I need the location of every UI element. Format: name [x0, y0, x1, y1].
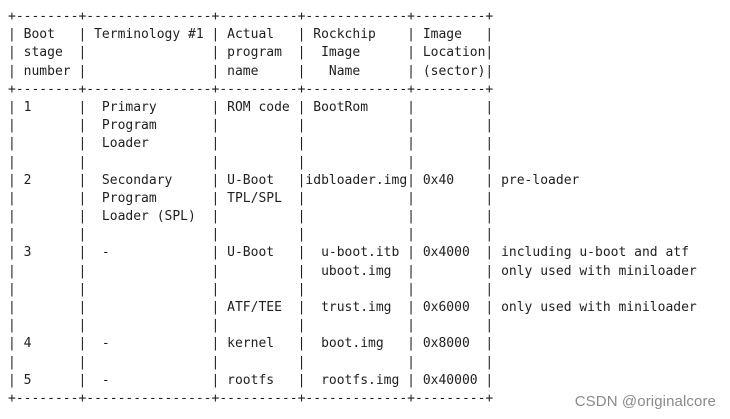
table-border-top: +--------+----------------+----------+--… — [8, 9, 494, 24]
table-header-row-1: | Boot | Terminology #1 | Actual | Rockc… — [8, 27, 494, 43]
table-border-bottom: +--------+----------------+----------+--… — [8, 390, 494, 406]
csdn-watermark: CSDN @originalcore — [574, 393, 716, 410]
table-row-stage-2-cont: | | Loader (SPL) | | | | — [8, 209, 494, 225]
table-row-stage-4: | 4 | - | kernel | boot.img | 0x8000 | — [8, 336, 494, 352]
table-row-spacer: | | | | | | — [8, 227, 494, 243]
table-row-stage-2: | 2 | Secondary | U-Boot |idbloader.img|… — [8, 172, 580, 188]
table-header-row-2: | stage | | program | Image | Location| — [8, 45, 494, 61]
table-row-stage-1: | 1 | Primary | ROM code | BootRom | | — [8, 99, 494, 115]
table-row-stage-1-cont: | | Loader | | | | — [8, 136, 494, 152]
table-row-spacer: | | | | | | — [8, 354, 494, 370]
table-row-stage-1-cont: | | Program | | | | — [8, 118, 494, 134]
boot-stage-table: +--------+----------------+----------+--… — [8, 8, 697, 408]
table-row-spacer: | | | | | | — [8, 318, 494, 334]
table-row-stage-3: | 3 | - | U-Boot | u-boot.itb | 0x4000 |… — [8, 245, 689, 261]
table-row-spacer: | | | | | | — [8, 154, 494, 170]
table-row-stage-2-cont: | | Program | TPL/SPL | | | — [8, 190, 494, 206]
table-header-row-3: | number | | name | Name | (sector)| — [8, 63, 494, 79]
table-header-separator: +--------+----------------+----------+--… — [8, 81, 494, 97]
table-row-stage-5: | 5 | - | rootfs | rootfs.img | 0x40000 … — [8, 372, 494, 388]
table-row-spacer: | | | | | | — [8, 281, 494, 297]
table-row-stage-3-cont: | | | | uboot.img | | only used with min… — [8, 263, 697, 279]
table-row-stage-3-atf: | | | ATF/TEE | trust.img | 0x6000 | onl… — [8, 300, 697, 315]
